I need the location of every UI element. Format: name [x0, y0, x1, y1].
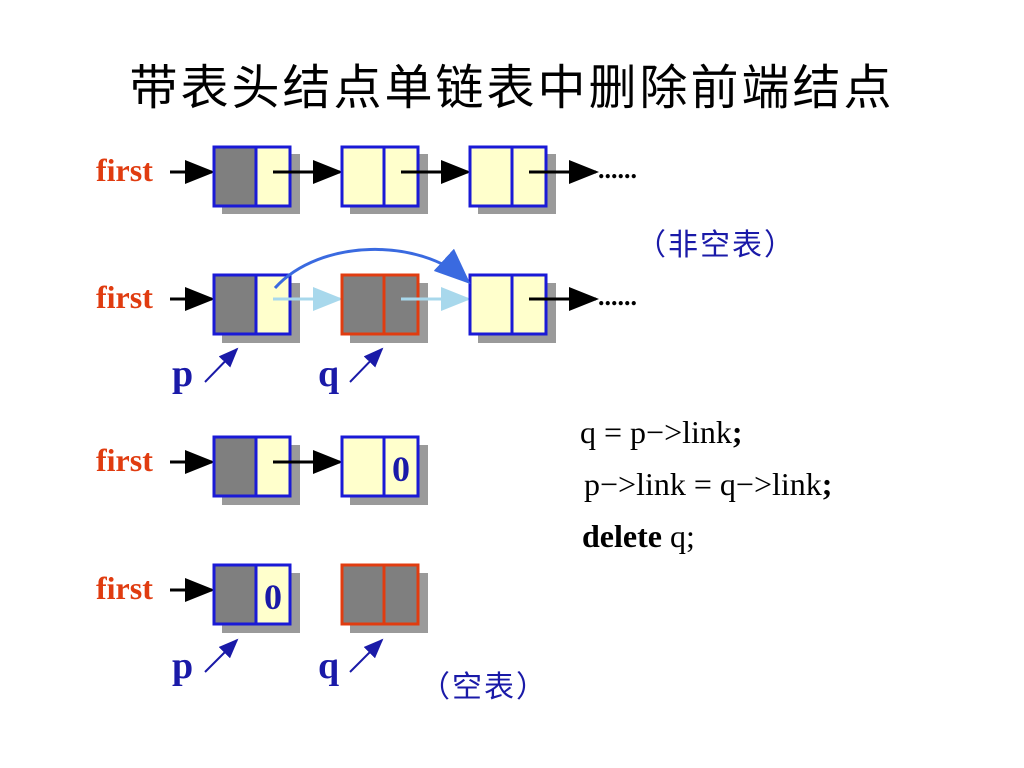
q-pointer-arrow — [349, 638, 384, 673]
row-2-deletion-step — [170, 248, 599, 383]
code-line-3-rest: q; — [661, 518, 695, 554]
null-link-value: 0 — [264, 577, 282, 617]
q-pointer-arrow — [349, 347, 384, 383]
list-node — [340, 145, 428, 214]
continuation-dots: ...... — [598, 155, 637, 184]
code-line-1-semicolon: ; — [731, 414, 743, 450]
p-pointer-label: p — [172, 353, 194, 395]
first-label: first — [96, 570, 153, 606]
q-pointer-label: q — [318, 645, 340, 687]
head-node — [212, 145, 300, 214]
list-node — [468, 273, 556, 343]
bypass-link-arrow — [273, 248, 471, 290]
p-pointer-arrow — [204, 347, 239, 383]
non-empty-list-note: （非空表） — [636, 228, 796, 263]
row-3-single-node-list — [170, 435, 428, 505]
head-node — [212, 435, 300, 505]
code-line-1-expr: q = p−>link — [580, 414, 732, 450]
slide-title: 带表头结点单链表中删除前端结点 — [129, 60, 895, 116]
first-label: first — [96, 152, 153, 188]
code-line-3: delete q; — [582, 518, 695, 555]
last-node — [340, 435, 428, 505]
continuation-dots: ...... — [598, 282, 637, 311]
delete-keyword: delete — [582, 518, 662, 554]
deleted-node — [340, 563, 428, 633]
code-line-2-expr: p−>link = q−>link — [584, 466, 822, 502]
code-line-1: q = p−>link; — [580, 414, 743, 451]
p-pointer-label: p — [172, 645, 194, 687]
q-pointer-label: q — [318, 353, 340, 395]
null-link-value: 0 — [392, 449, 410, 489]
first-label: first — [96, 442, 153, 478]
list-node — [468, 145, 556, 214]
code-line-2: p−>link = q−>link; — [584, 466, 832, 503]
first-label: first — [96, 279, 153, 315]
p-pointer-arrow — [204, 638, 239, 673]
row-4-empty-list — [170, 563, 428, 673]
deleted-node — [340, 273, 428, 343]
head-node — [212, 563, 300, 633]
head-node — [212, 273, 300, 343]
code-line-2-semicolon: ; — [821, 466, 833, 502]
empty-list-note: （空表） — [420, 670, 548, 705]
row-1-nonempty-list — [170, 145, 599, 214]
